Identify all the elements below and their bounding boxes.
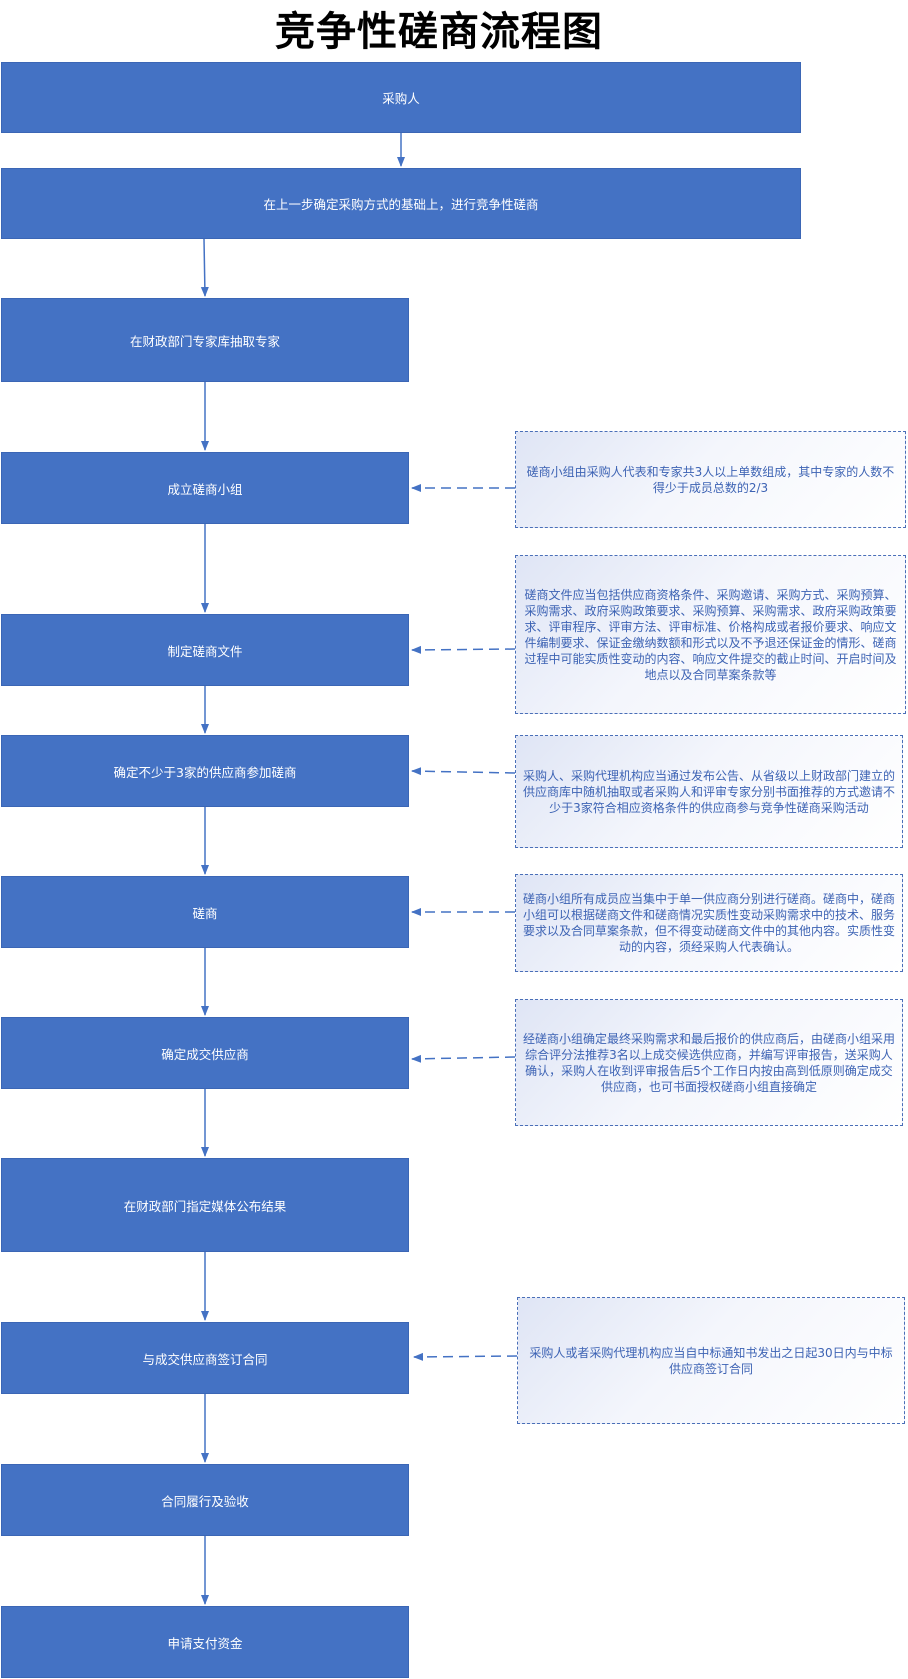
note-document-contents: 磋商文件应当包括供应商资格条件、采购邀请、采购方式、采购预算、采购需求、政府采购… [515, 555, 906, 714]
note-arrow-5 [411, 1054, 516, 1063]
note-arrow-2 [411, 645, 516, 654]
step-start-negotiation: 在上一步确定采购方式的基础上，进行竞争性磋商 [1, 168, 801, 239]
note-supplier-invitation: 采购人、采购代理机构应当通过发布公告、从省级以上财政部门建立的供应商库中随机抽取… [515, 735, 903, 848]
note-determine-supplier: 经磋商小组确定最终采购需求和最后报价的供应商后，由磋商小组采用综合评分法推荐3名… [515, 999, 903, 1126]
note-panel-composition: 磋商小组由采购人代表和专家共3人以上单数组成，其中专家的人数不得少于成员总数的2… [515, 431, 906, 528]
step-apply-payment: 申请支付资金 [1, 1606, 409, 1678]
step-negotiate: 磋商 [1, 876, 409, 948]
step-publish-result: 在财政部门指定媒体公布结果 [1, 1158, 409, 1252]
step-form-panel: 成立磋商小组 [1, 452, 409, 524]
note-arrow-6 [413, 1352, 518, 1361]
flow-arrow-2 [200, 238, 209, 297]
note-contract-deadline: 采购人或者采购代理机构应当自中标通知书发出之日起30日内与中标供应商签订合同 [517, 1297, 905, 1424]
page-title: 竞争性磋商流程图 [275, 9, 603, 55]
step-draw-experts: 在财政部门专家库抽取专家 [1, 298, 409, 382]
step-fulfill-contract: 合同履行及验收 [1, 1464, 409, 1536]
step-prepare-documents: 制定磋商文件 [1, 614, 409, 686]
note-negotiation-rules: 磋商小组所有成员应当集中于单一供应商分别进行磋商。磋商中，磋商小组可以根据磋商文… [515, 874, 903, 972]
step-sign-contract: 与成交供应商签订合同 [1, 1322, 409, 1394]
step-determine-supplier: 确定成交供应商 [1, 1017, 409, 1089]
step-purchaser: 采购人 [1, 62, 801, 133]
note-arrow-3 [411, 767, 516, 776]
step-select-suppliers: 确定不少于3家的供应商参加磋商 [1, 735, 409, 807]
